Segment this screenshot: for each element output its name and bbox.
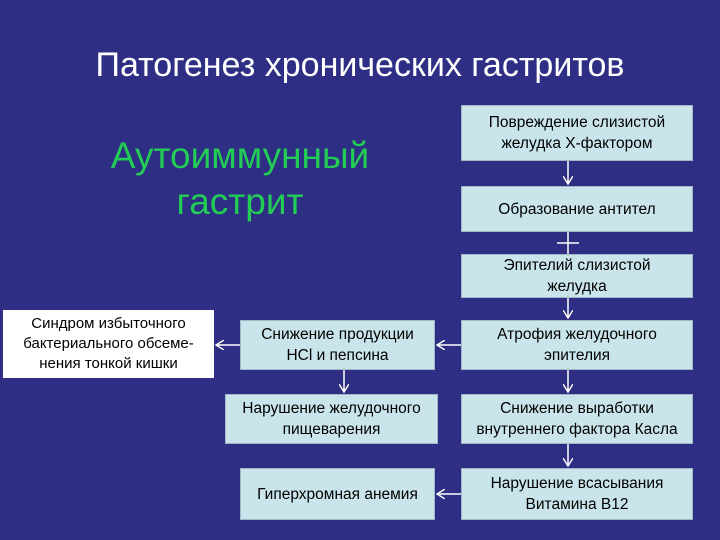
bacterial-line-1: Синдром избыточного (31, 315, 186, 332)
digestion-box: Нарушение желудочного пищеварения (225, 394, 438, 444)
atrophy-line-2: эпителия (543, 347, 611, 364)
bacterial-box: Синдром избыточного бактериального обсем… (3, 310, 214, 378)
hcl-line-1: Снижение продукции (261, 326, 414, 343)
damage-line-2: желудка Х-фактором (501, 135, 653, 152)
castle-line-1: Снижение выработки (500, 400, 654, 417)
digestion-line-1: Нарушение желудочного (242, 400, 421, 417)
subtitle: Аутоиммунный гастрит (60, 133, 420, 225)
damage-box: Повреждение слизистой желудка Х-фактором (461, 105, 693, 161)
b12-line-1: Нарушение всасывания (490, 475, 664, 492)
bacterial-line-3: нения тонкой кишки (39, 355, 178, 372)
damage-line-1: Повреждение слизистой (488, 114, 666, 131)
anemia-box: Гиперхромная анемия (240, 468, 435, 520)
digestion-line-2: пищеварения (282, 421, 381, 438)
castle-box: Снижение выработки внутреннего фактора К… (461, 394, 693, 444)
antibodies-line-1: Образование антител (498, 200, 656, 218)
atrophy-box: Атрофия желудочного эпителия (461, 320, 693, 370)
antibodies-box: Образование антител (461, 186, 693, 232)
hcl-box: Снижение продукции HCl и пепсина (240, 320, 435, 370)
epithelium-line-1: Эпителий слизистой (503, 257, 651, 274)
b12-box: Нарушение всасывания Витамина В12 (461, 468, 693, 520)
epithelium-line-2: желудка (547, 278, 607, 295)
page-title: Патогенез хронических гастритов (95, 46, 625, 84)
atrophy-line-1: Атрофия желудочного (497, 326, 657, 343)
subtitle-line-2: гастрит (176, 181, 304, 222)
b12-line-2: Витамина В12 (525, 496, 629, 513)
epithelium-box: Эпителий слизистой желудка (461, 254, 693, 298)
castle-line-2: внутреннего фактора Касла (476, 421, 678, 438)
hcl-line-2: HCl и пепсина (286, 347, 389, 364)
bacterial-line-2: бактериального обсеме- (23, 335, 194, 352)
subtitle-line-1: Аутоиммунный (110, 135, 370, 176)
anemia-line-1: Гиперхромная анемия (257, 485, 418, 503)
